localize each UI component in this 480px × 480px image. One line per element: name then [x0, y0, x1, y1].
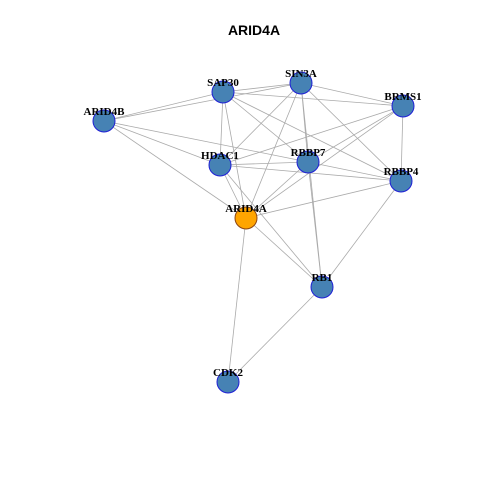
edge-arid4a-cdk2: [227, 217, 247, 383]
edge-sap30-arid4b: [103, 91, 224, 122]
diagram-title: ARID4A: [228, 22, 280, 38]
edge-sap30-sin3a: [222, 82, 302, 93]
node-circle-rbbp7[interactable]: [296, 150, 320, 174]
node-label-sin3a: SIN3A: [285, 68, 317, 80]
node-label-arid4a: ARID4A: [225, 203, 267, 215]
edge-sin3a-brms1: [300, 82, 404, 107]
node-circle-sap30[interactable]: [211, 80, 235, 104]
node-label-hdac1: HDAC1: [201, 150, 239, 162]
edge-rbbp7-arid4a: [245, 161, 309, 219]
edge-rbbp4-arid4a: [245, 180, 402, 219]
edge-arid4b-arid4a: [103, 120, 247, 219]
node-label-cdk2: CDK2: [213, 367, 243, 379]
edge-arid4a-rb1: [245, 217, 323, 288]
node-label-sap30: SAP30: [207, 77, 239, 89]
edge-sap30-rbbp7: [222, 91, 309, 163]
node-brms1[interactable]: BRMS1: [384, 91, 422, 118]
node-sap30[interactable]: SAP30: [207, 77, 239, 104]
edge-sin3a-rbbp4: [300, 82, 402, 182]
edge-layer: [103, 82, 404, 383]
node-circle-rbbp4[interactable]: [389, 169, 413, 193]
edge-sin3a-hdac1: [219, 82, 302, 166]
node-label-brms1: BRMS1: [384, 91, 421, 103]
node-circle-brms1[interactable]: [391, 94, 415, 118]
edge-brms1-rbbp4: [400, 105, 404, 182]
node-rbbp7[interactable]: RBBP7: [291, 147, 326, 174]
node-sin3a[interactable]: SIN3A: [285, 68, 317, 95]
node-circle-arid4a[interactable]: [234, 206, 258, 230]
edge-sap30-rbbp4: [222, 91, 402, 182]
node-circle-rb1[interactable]: [310, 275, 334, 299]
edge-rbbp7-rbbp4: [307, 161, 402, 182]
node-circle-cdk2[interactable]: [216, 370, 240, 394]
node-arid4a[interactable]: ARID4A: [225, 203, 267, 230]
edge-sin3a-arid4a: [245, 82, 302, 219]
edge-brms1-hdac1: [219, 105, 404, 166]
edge-rbbp7-rb1: [307, 161, 323, 288]
node-circle-arid4b[interactable]: [92, 109, 116, 133]
node-rb1[interactable]: RB1: [310, 272, 334, 299]
edge-sap30-hdac1: [219, 91, 224, 166]
edge-hdac1-rbbp7: [219, 161, 309, 166]
edge-arid4b-rbbp7: [103, 120, 309, 163]
node-label-rbbp7: RBBP7: [291, 147, 326, 159]
node-label-rbbp4: RBBP4: [384, 166, 419, 178]
node-cdk2[interactable]: CDK2: [213, 367, 243, 394]
node-label-rb1: RB1: [312, 272, 333, 284]
node-rbbp4[interactable]: RBBP4: [384, 166, 419, 193]
node-arid4b[interactable]: ARID4B: [84, 106, 126, 133]
node-hdac1[interactable]: HDAC1: [201, 150, 239, 177]
node-circle-sin3a[interactable]: [289, 71, 313, 95]
edge-brms1-rbbp7: [307, 105, 404, 163]
edge-rbbp4-rb1: [321, 180, 402, 288]
edge-sap30-brms1: [222, 91, 404, 107]
edge-brms1-arid4a: [245, 105, 404, 219]
edge-hdac1-rb1: [219, 164, 323, 288]
edge-sin3a-arid4b: [103, 82, 302, 122]
node-circle-hdac1[interactable]: [208, 153, 232, 177]
edge-rb1-cdk2: [227, 286, 323, 383]
edge-sap30-arid4a: [222, 91, 247, 219]
node-label-arid4b: ARID4B: [84, 106, 126, 118]
edge-arid4b-hdac1: [103, 120, 221, 166]
